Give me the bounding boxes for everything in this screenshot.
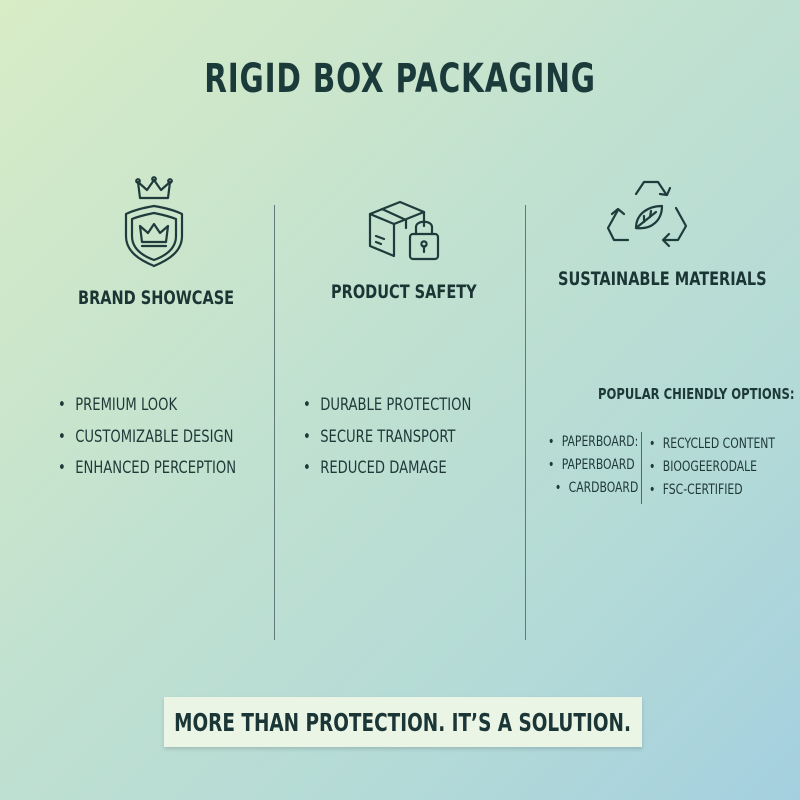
list-item: DURABLE PROTECTION [303,390,471,422]
product-safety-list: DURABLE PROTECTION SECURE TRANSPORT REDU… [303,390,499,485]
list-item: REDUCED DAMAGE [303,453,471,485]
list-item: ENHANCED PERCEPTION [58,453,236,485]
brand-showcase-list: PREMIUM LOOK CUSTOMIZABLE DESIGN ENHANCE… [58,390,265,485]
page-title: RIGID BOX PACKAGING [204,56,596,102]
options-divider [641,432,642,504]
box-lock-icon [368,200,440,261]
product-safety-heading: PRODUCT SAFETY [331,281,477,303]
list-item: RECYCLED CONTENT [649,433,775,456]
list-item: FSC-CERTIFIED [649,479,775,502]
tagline-banner: MORE THAN PROTECTION. IT’S A SOLUTION. [164,697,642,747]
list-item: CUSTOMIZABLE DESIGN [58,422,236,454]
list-item: BIOOGEERODALE [649,456,775,479]
material-list: PAPERBOARD: PAPERBOARD CARDBOARD [548,431,653,500]
list-item: PAPERBOARD: [548,431,639,454]
list-item: PREMIUM LOOK [58,390,236,422]
crown-shield-icon [124,176,184,268]
column-divider [274,205,275,640]
list-item: CARDBOARD [548,477,639,500]
list-item: PAPERBOARD [548,454,638,477]
recycle-leaf-icon [606,180,688,248]
sustainable-materials-heading: SUSTAINABLE MATERIALS [558,268,767,290]
list-item: SECURE TRANSPORT [303,422,471,454]
column-divider [525,205,526,640]
brand-showcase-heading: BRAND SHOWCASE [78,287,235,309]
options-subheading: POPULAR CHIENDLY OPTIONS: [598,385,795,403]
properties-list: RECYCLED CONTENT BIOOGEERODALE FSC-CERTI… [649,433,796,502]
tagline-text: MORE THAN PROTECTION. IT’S A SOLUTION. [174,707,632,737]
